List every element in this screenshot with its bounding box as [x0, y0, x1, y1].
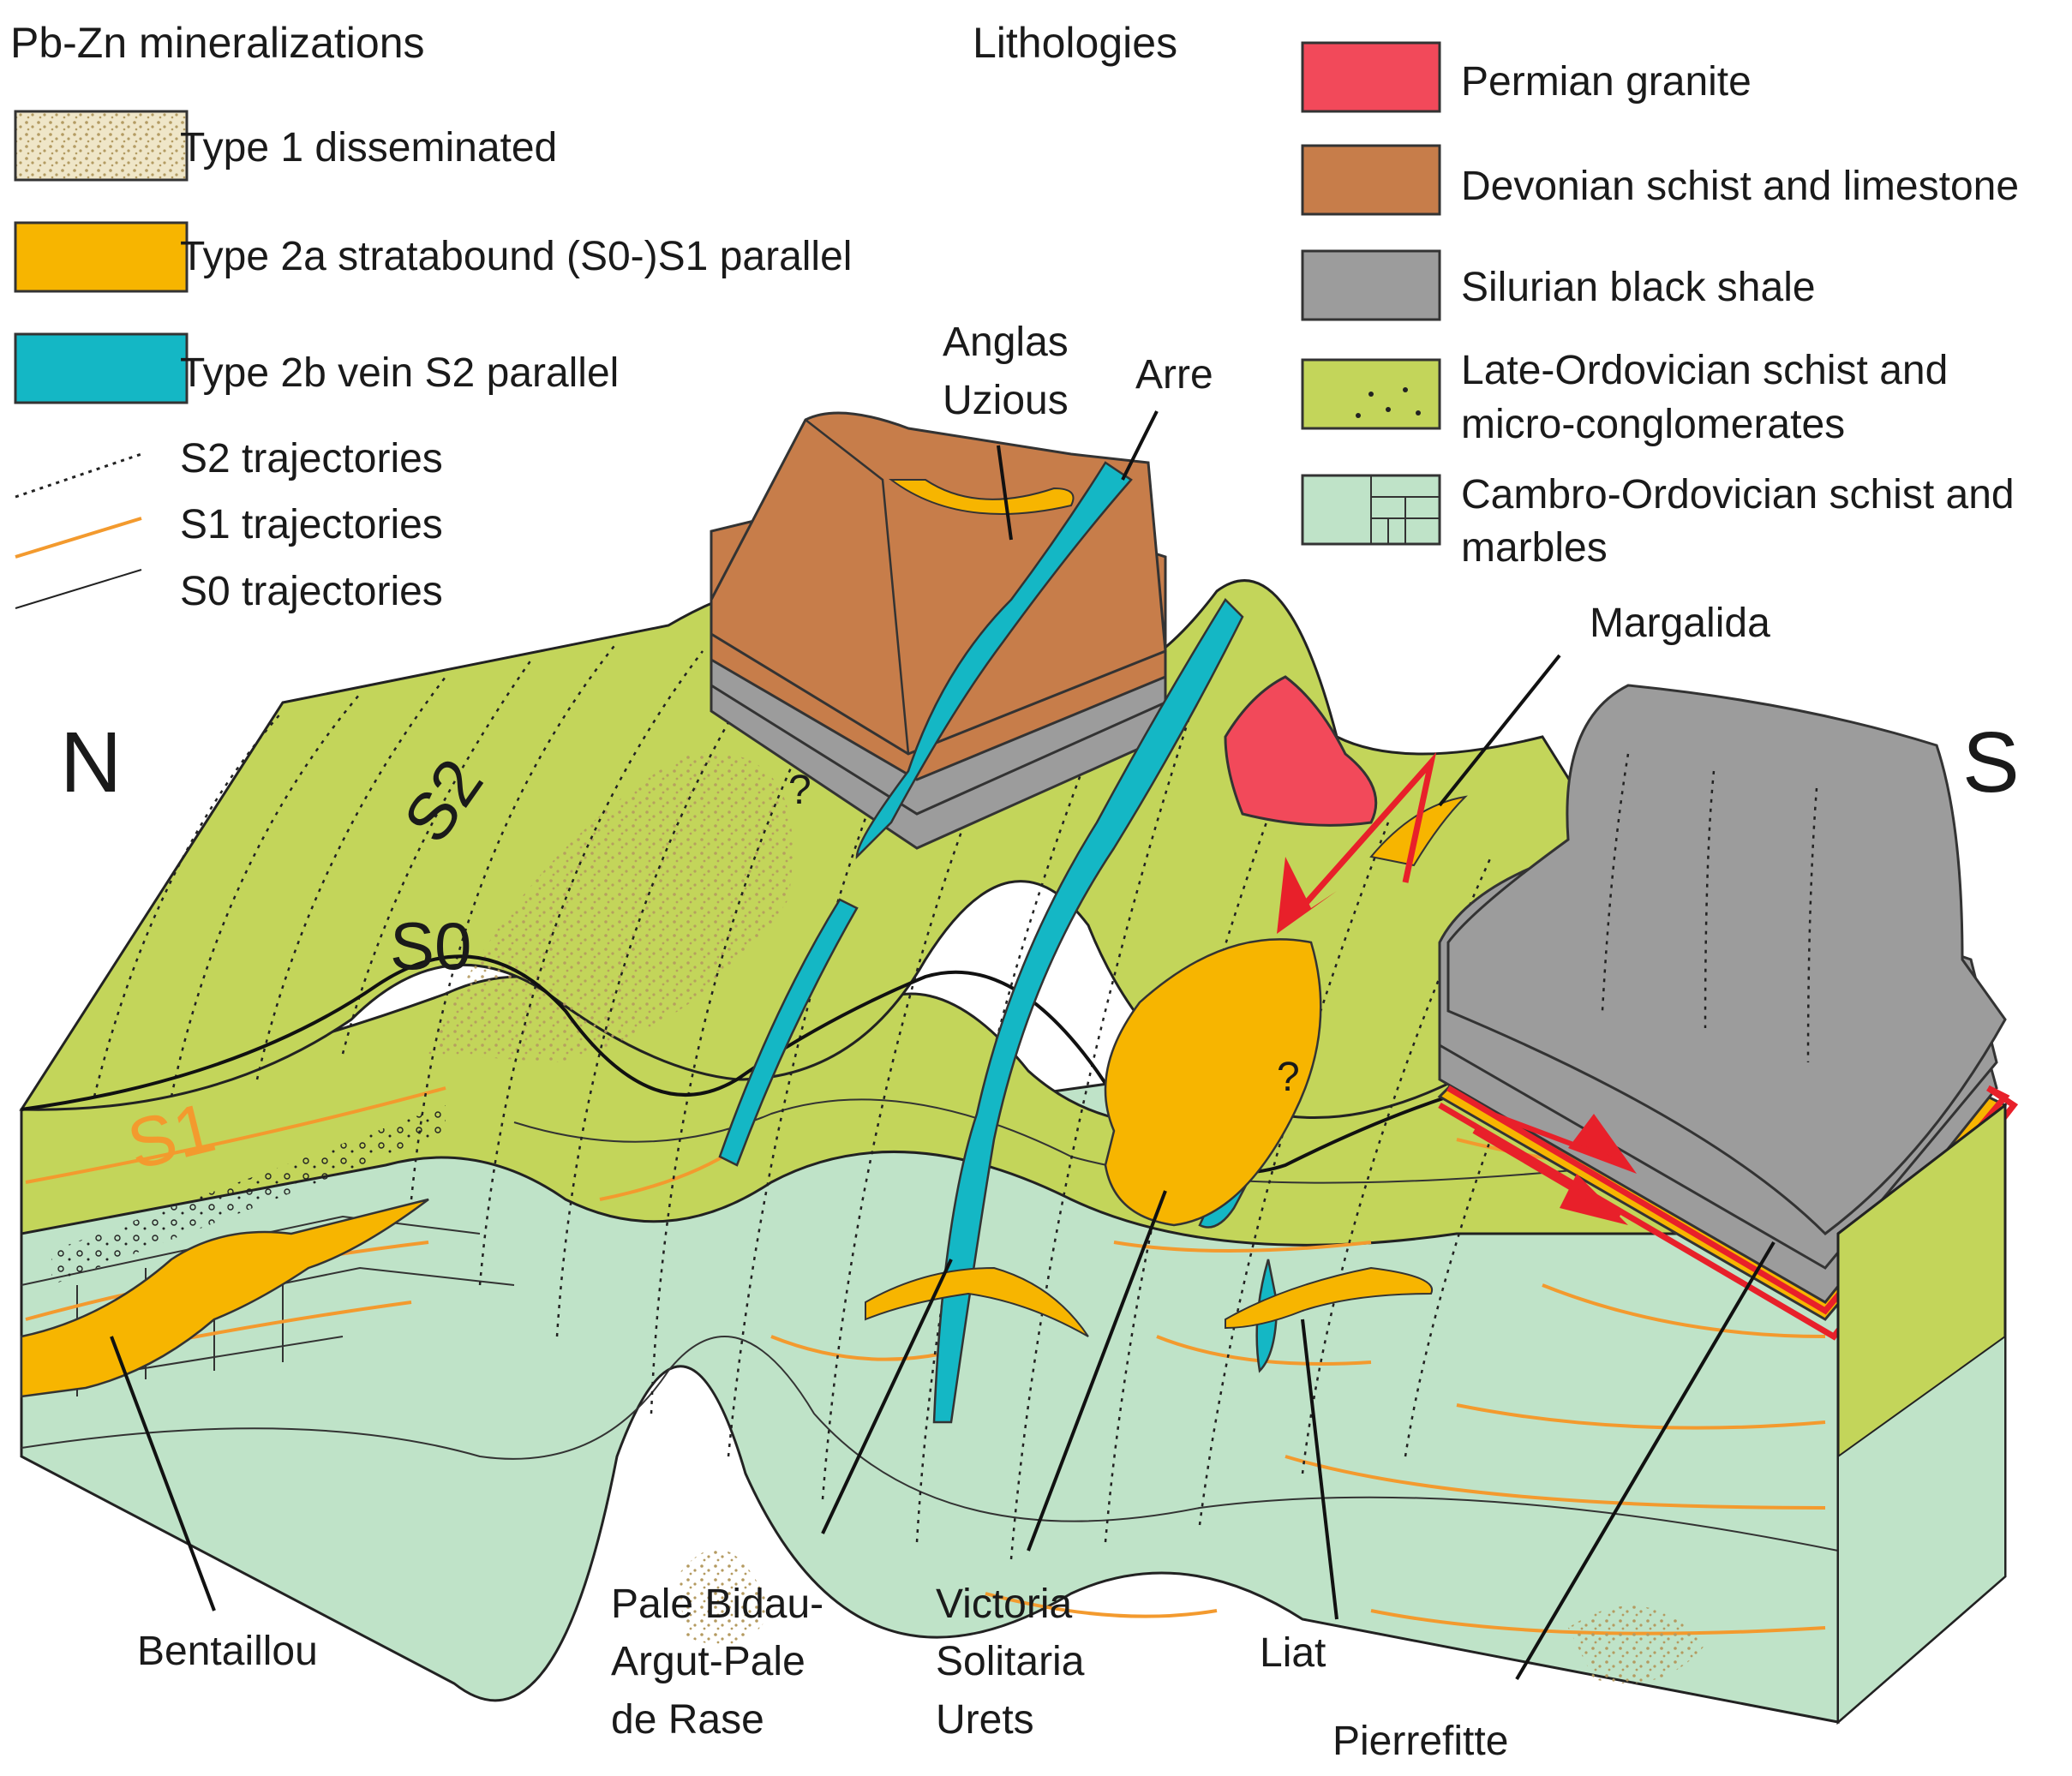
swatch-s0-line: [15, 569, 142, 609]
swatch-devonian: [1301, 144, 1441, 216]
disseminated-patch: [1568, 1606, 1705, 1683]
bentaillou-body: [20, 1198, 429, 1398]
legend-s0-label: S0 trajectories: [180, 569, 443, 614]
liat-label: Liat: [1260, 1630, 1326, 1676]
legend-cambro-ordovician-label2: marbles: [1461, 525, 1608, 571]
liat-lens: [1225, 1266, 1434, 1330]
swatch-silurian: [1301, 249, 1441, 321]
s0-label: S0: [390, 908, 472, 984]
swatch-cambro-grid: [1370, 475, 1440, 544]
legend-s1-label: S1 trajectories: [180, 502, 443, 547]
legend-cambro-ordovician-label: Cambro-Ordovician schist and: [1461, 472, 2015, 517]
legend-type2a-label: Type 2a stratabound (S0-)S1 parallel: [180, 234, 853, 279]
pierrefitte-label: Pierrefitte: [1332, 1719, 1509, 1764]
question-mark-victoria: ?: [1277, 1055, 1300, 1100]
swatch-late-ordovician-pattern: [1356, 387, 1421, 418]
leader-lines: [110, 410, 1776, 1681]
legend-type2b-label: Type 2b vein S2 parallel: [180, 350, 620, 396]
pierrefitte-s2: [1601, 753, 1818, 1063]
lithologies-title: Lithologies: [973, 19, 1178, 67]
swatch-type1: [14, 110, 189, 182]
legend-late-ordovician-label2: micro-conglomerates: [1461, 402, 1846, 447]
anglas-label: Anglas: [943, 320, 1069, 365]
pale-bidau-label-1: Pale Bidau-: [611, 1582, 824, 1627]
swatch-type2b: [14, 332, 189, 404]
victoria-label-1: Victoria: [936, 1582, 1073, 1627]
right-side-lower: [1837, 1335, 2006, 1725]
uzious-label: Uzious: [943, 378, 1069, 423]
victoria-label-2: Solitaria: [936, 1639, 1085, 1684]
bentaillou-label: Bentaillou: [137, 1629, 318, 1674]
legend-late-ordovician-label: Late-Ordovician schist and: [1461, 348, 1949, 393]
south-label: S: [1962, 715, 2020, 810]
question-mark-anglas: ?: [788, 768, 811, 813]
legend-permian-label: Permian granite: [1461, 59, 1752, 105]
disseminated-patch: [428, 752, 793, 1062]
shear-arrow-line: [1472, 1111, 1630, 1219]
pale-bidau-label-2: Argut-Pale: [611, 1639, 805, 1684]
mineralizations-title: Pb-Zn mineralizations: [10, 19, 425, 67]
arre-label: Arre: [1135, 352, 1213, 398]
permian-granite: [1224, 675, 1378, 827]
swatch-type2a: [14, 221, 189, 293]
north-label: N: [60, 715, 123, 810]
legend-devonian-label: Devonian schist and limestone: [1461, 164, 2020, 209]
s0-trajectories-front: [21, 1098, 1839, 1552]
swatch-s1-line: [15, 517, 142, 559]
victoria-label-3: Urets: [936, 1697, 1034, 1743]
pale-bidau-lens: [865, 1266, 1089, 1337]
pale-bidau-label-3: de Rase: [611, 1697, 764, 1743]
legend-silurian-label: Silurian black shale: [1461, 265, 1816, 310]
legend-type1-label: Type 1 disseminated: [180, 125, 558, 170]
victoria-body: [1104, 938, 1322, 1227]
legend-s2-label: S2 trajectories: [180, 436, 443, 481]
disseminated-patch: [677, 1549, 771, 1645]
swatch-permian: [1301, 41, 1441, 113]
anglas-stratabound: [888, 479, 1075, 515]
conglomerate-band: [51, 1105, 446, 1285]
margalida-label: Margalida: [1590, 601, 1770, 646]
swatch-s2-line: [15, 452, 142, 499]
